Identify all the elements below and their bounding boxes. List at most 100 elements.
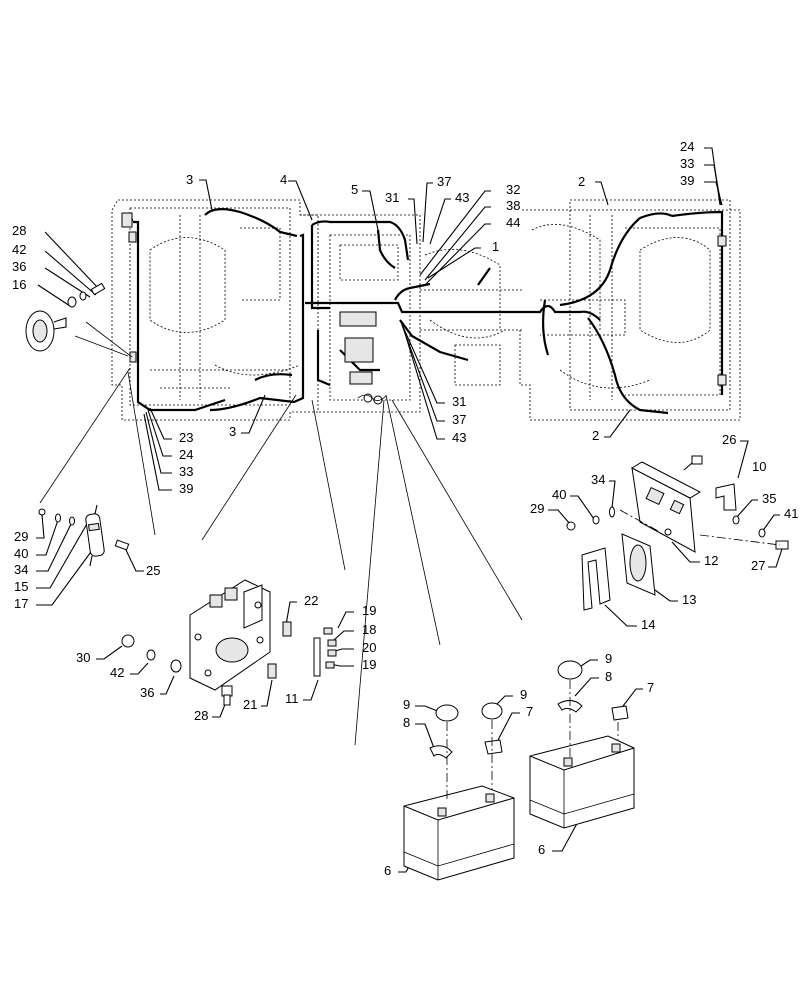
callout-30: 30: [76, 650, 90, 665]
bolt-26: [683, 455, 703, 471]
callout-32: 32: [506, 182, 520, 197]
nut-30: [121, 634, 135, 648]
callout-41: 41: [784, 506, 798, 521]
callout-39: 39: [680, 173, 694, 188]
callout-28: 28: [12, 223, 26, 238]
callout-2: 2: [578, 174, 585, 189]
callout-42: 42: [110, 665, 124, 680]
callout-35: 35: [762, 491, 776, 506]
main-wiring-harness: [121, 208, 727, 415]
callout-21: 21: [243, 697, 257, 712]
callout-43: 43: [455, 190, 469, 205]
callout-17: 17: [14, 596, 28, 611]
washer-41: [758, 528, 766, 538]
callout-24: 24: [179, 447, 193, 462]
callout-44: 44: [506, 215, 520, 230]
relay-board: [189, 579, 271, 691]
callout-23: 23: [179, 430, 193, 445]
battery-left: [403, 785, 515, 881]
chassis-outline: [111, 199, 741, 421]
callout-5: 5: [351, 182, 358, 197]
callout-28: 28: [194, 708, 208, 723]
battery-right: [529, 735, 635, 829]
callout-3: 3: [229, 424, 236, 439]
fuse-block-11: [313, 627, 337, 677]
callout-34: 34: [14, 562, 28, 577]
callout-labels: 3 4 5 31 37 43 32 38 44 1 2 24 33 39 28 …: [12, 139, 798, 878]
nut-36: [67, 296, 77, 308]
callout-13: 13: [682, 592, 696, 607]
callout-1: 1: [492, 239, 499, 254]
callout-19: 19: [362, 657, 376, 672]
washer-35: [732, 515, 740, 525]
callout-7: 7: [647, 680, 654, 695]
callout-14: 14: [641, 617, 655, 632]
callout-15: 15: [14, 579, 28, 594]
relay-21: [267, 663, 277, 679]
callout-3: 3: [186, 172, 193, 187]
junction-box-in-harness: [339, 311, 387, 405]
callout-2: 2: [592, 428, 599, 443]
callout-9: 9: [605, 651, 612, 666]
callout-33: 33: [179, 464, 193, 479]
washer-40: [55, 513, 61, 523]
washer-42-relay: [146, 649, 156, 661]
bolt-28-relay: [221, 685, 233, 706]
callout-42: 42: [12, 242, 26, 257]
cap-9-right: [557, 660, 583, 680]
washer-40-bracket: [592, 515, 600, 525]
callout-20: 20: [362, 640, 376, 655]
screw-25: [114, 539, 130, 551]
callout-40: 40: [552, 487, 566, 502]
callout-18: 18: [362, 622, 376, 637]
callout-11: 11: [285, 691, 299, 706]
callout-27: 27: [751, 558, 765, 573]
cap-9-mid: [481, 702, 503, 720]
callout-22: 22: [304, 593, 318, 608]
callout-16: 16: [12, 277, 26, 292]
washer-34: [69, 516, 75, 526]
battery-bracket: [630, 461, 702, 553]
callout-6: 6: [384, 863, 391, 878]
callout-29: 29: [14, 529, 28, 544]
alignment-lines: [446, 509, 781, 800]
cap-9-left: [435, 704, 459, 722]
screw-29: [38, 508, 46, 516]
callout-37: 37: [437, 174, 451, 189]
callout-7: 7: [526, 704, 533, 719]
nut-36-relay: [170, 659, 182, 673]
clamp-10: [715, 483, 737, 511]
callout-8: 8: [403, 715, 410, 730]
horn: [25, 310, 67, 352]
callout-24: 24: [680, 139, 694, 154]
callout-36: 36: [140, 685, 154, 700]
clamp-8-left: [429, 745, 453, 759]
callout-37: 37: [452, 412, 466, 427]
callout-10: 10: [752, 459, 766, 474]
callout-34: 34: [591, 472, 605, 487]
horn-bolt-28: [90, 282, 106, 296]
clamp-7-right: [611, 705, 629, 721]
callout-8: 8: [605, 669, 612, 684]
callout-12: 12: [704, 553, 718, 568]
callout-36: 36: [12, 259, 26, 274]
callout-38: 38: [506, 198, 520, 213]
gasket-13: [621, 533, 656, 596]
callout-4: 4: [280, 172, 287, 187]
callout-25: 25: [146, 563, 160, 578]
callout-29: 29: [530, 501, 544, 516]
fuse-holder: [85, 504, 105, 567]
callout-26: 26: [722, 432, 736, 447]
callout-6: 6: [538, 842, 545, 857]
callout-39: 39: [179, 481, 193, 496]
callout-9: 9: [520, 687, 527, 702]
nut-29-bracket: [566, 521, 576, 531]
cover-14: [581, 547, 611, 611]
washer-34-bracket: [609, 506, 615, 518]
clamp-7-mid: [484, 739, 503, 755]
callout-40: 40: [14, 546, 28, 561]
callout-33: 33: [680, 156, 694, 171]
callout-31: 31: [452, 394, 466, 409]
callout-31: 31: [385, 190, 399, 205]
